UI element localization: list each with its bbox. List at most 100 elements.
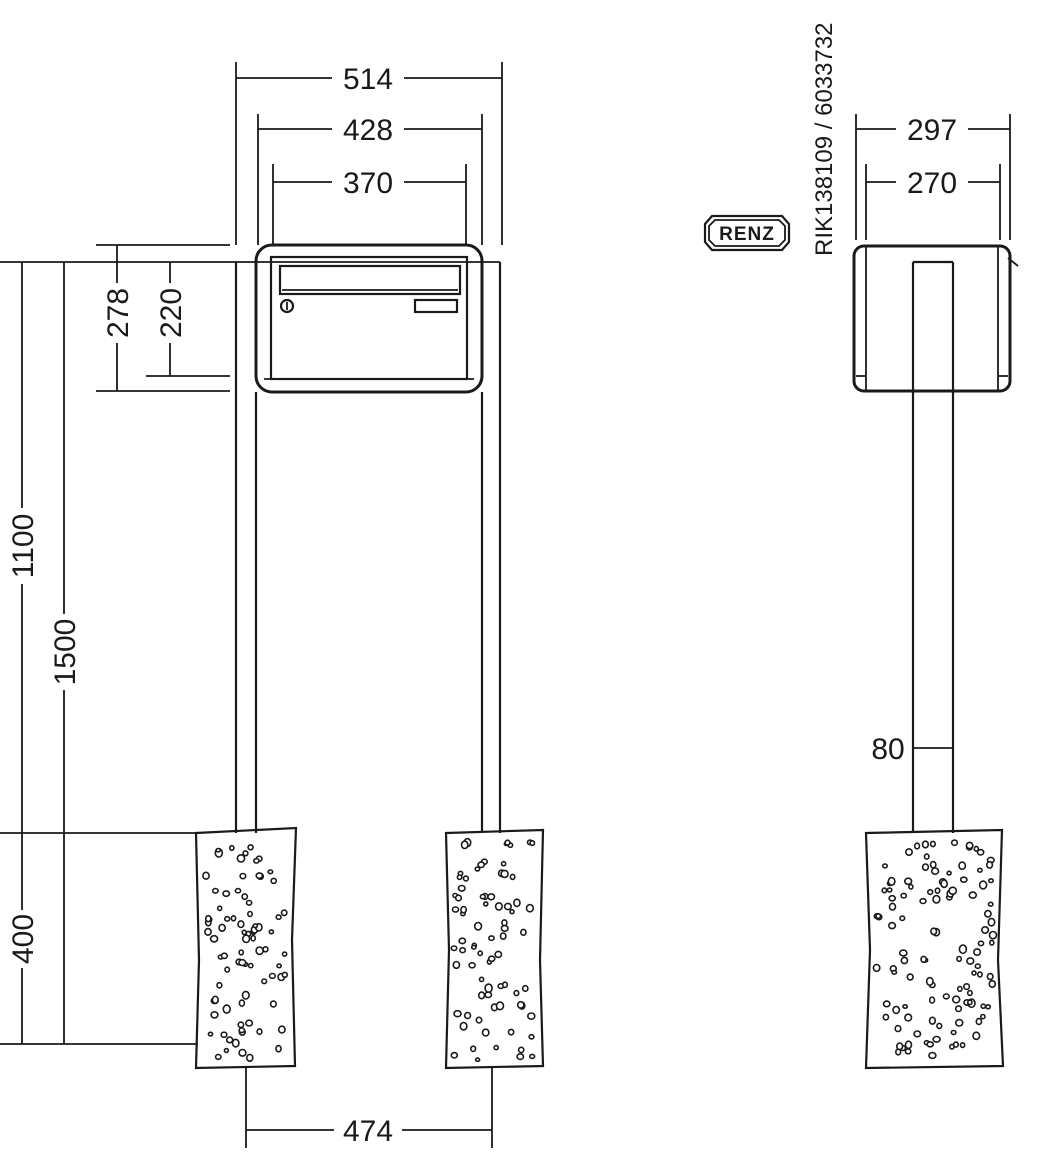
aggregate-dot (888, 894, 897, 902)
dim-label-270: 270 (907, 167, 957, 200)
aggregate-dot (919, 897, 927, 905)
dim-height-base: 400 (7, 833, 40, 1044)
aggregate-dot (269, 1000, 278, 1008)
aggregate-dot (942, 993, 950, 1000)
aggregate-dot (913, 1030, 922, 1038)
aggregate-dot (487, 955, 496, 963)
aggregate-dot (479, 893, 486, 900)
aggregate-dot (928, 1051, 937, 1060)
aggregate-dot (973, 845, 980, 852)
aggregate-dot (223, 915, 231, 922)
aggregate-dot (954, 1018, 964, 1027)
aggregate-dot (926, 888, 934, 896)
dim-label-370: 370 (343, 167, 393, 200)
dim-label-278: 278 (102, 288, 135, 338)
aggregate-dot (475, 1016, 483, 1024)
aggregate-dot (207, 1031, 214, 1037)
aggregate-dot (958, 944, 968, 955)
dim-label-80: 80 (871, 733, 904, 766)
aggregate-dot (950, 1029, 957, 1036)
aggregate-dot (211, 995, 220, 1005)
aggregate-dot (950, 839, 959, 847)
aggregate-dot (456, 874, 463, 881)
aggregate-dot (495, 1001, 505, 1011)
aggregate-dot (906, 973, 914, 981)
concrete-base-left (194, 826, 298, 1070)
aggregate-dot (459, 946, 467, 954)
aggregate-dot (453, 1009, 462, 1018)
aggregate-dot (494, 902, 504, 911)
aggregate-dot (275, 914, 282, 921)
aggregate-dot (978, 880, 988, 890)
aggregate-dot (220, 952, 229, 960)
aggregate-dot (881, 887, 888, 894)
aggregate-dot (256, 1028, 263, 1036)
aggregate-dot (504, 839, 511, 846)
aggregate-dot (242, 850, 249, 857)
aggregate-dot (450, 945, 458, 952)
aggregate-dot (886, 887, 893, 893)
concrete-base-right (444, 828, 545, 1070)
aggregate-dot (903, 877, 913, 886)
aggregate-dot (280, 909, 288, 917)
aggregate-dot (220, 1031, 228, 1038)
aggregate-dot (985, 860, 994, 869)
aggregate-dot (276, 963, 282, 969)
aggregate-dot (484, 991, 493, 999)
aggregate-dot (904, 1013, 913, 1022)
aggregate-dot (231, 1038, 240, 1048)
aggregate-dot (528, 1053, 536, 1060)
aggregate-dot (948, 886, 958, 896)
aggregate-dot (888, 902, 897, 911)
aggregate-dot (521, 984, 529, 993)
height-reference-lines (0, 244, 232, 1045)
aggregate-dot (929, 840, 937, 848)
aggregate-dot (247, 910, 254, 918)
aggregate-dot (252, 923, 259, 929)
aggregate-dot (966, 957, 975, 965)
aggregate-dot (921, 863, 930, 871)
aggregate-dot (904, 848, 913, 857)
aggregate-dot (971, 970, 977, 976)
aggregate-dot (517, 1046, 525, 1054)
aggregate-dot (245, 1019, 254, 1027)
aggregate-dot (887, 876, 896, 887)
dim-label-1500: 1500 (49, 619, 82, 686)
aggregate-dot (908, 883, 914, 890)
aggregate-dot (454, 894, 463, 902)
aggregate-dot (526, 1012, 536, 1020)
aggregate-dot (987, 917, 996, 927)
aggregate-dot (923, 853, 930, 860)
aggregate-dot (987, 901, 994, 907)
aggregate-dot (872, 963, 881, 973)
dim-label-514: 514 (343, 63, 393, 96)
aggregate-dot (988, 930, 998, 940)
aggregate-dot (487, 893, 496, 901)
aggregate-dot (238, 958, 247, 967)
dim-height-post: 1100 (7, 262, 40, 833)
aggregate-dot (528, 1033, 535, 1040)
aggregate-dot (238, 1048, 247, 1057)
aggregate-dot (932, 894, 941, 904)
aggregate-dot (458, 937, 467, 945)
aggregate-dot (204, 927, 212, 937)
aggregate-dot (210, 1011, 219, 1019)
aggregate-dot (940, 879, 948, 889)
aggregate-dot (900, 956, 909, 965)
aggregate-dot (966, 989, 973, 997)
dim-label-1100: 1100 (7, 514, 40, 579)
aggregate-dot (972, 948, 982, 957)
dim-label-428: 428 (343, 114, 393, 147)
aggregate-dot (972, 1031, 981, 1041)
aggregate-dot (881, 863, 889, 869)
side-mailbox (852, 244, 1019, 393)
dim-label-220: 220 (155, 288, 188, 338)
aggregate-dot (238, 999, 246, 1007)
aggregate-dot (275, 1044, 282, 1053)
aggregate-dot (255, 946, 264, 956)
aggregate-dot (513, 898, 521, 908)
aggregate-dot (218, 923, 226, 932)
aggregate-dot (234, 887, 242, 894)
aggregate-dot (223, 1047, 230, 1054)
aggregate-dot (459, 1021, 468, 1031)
